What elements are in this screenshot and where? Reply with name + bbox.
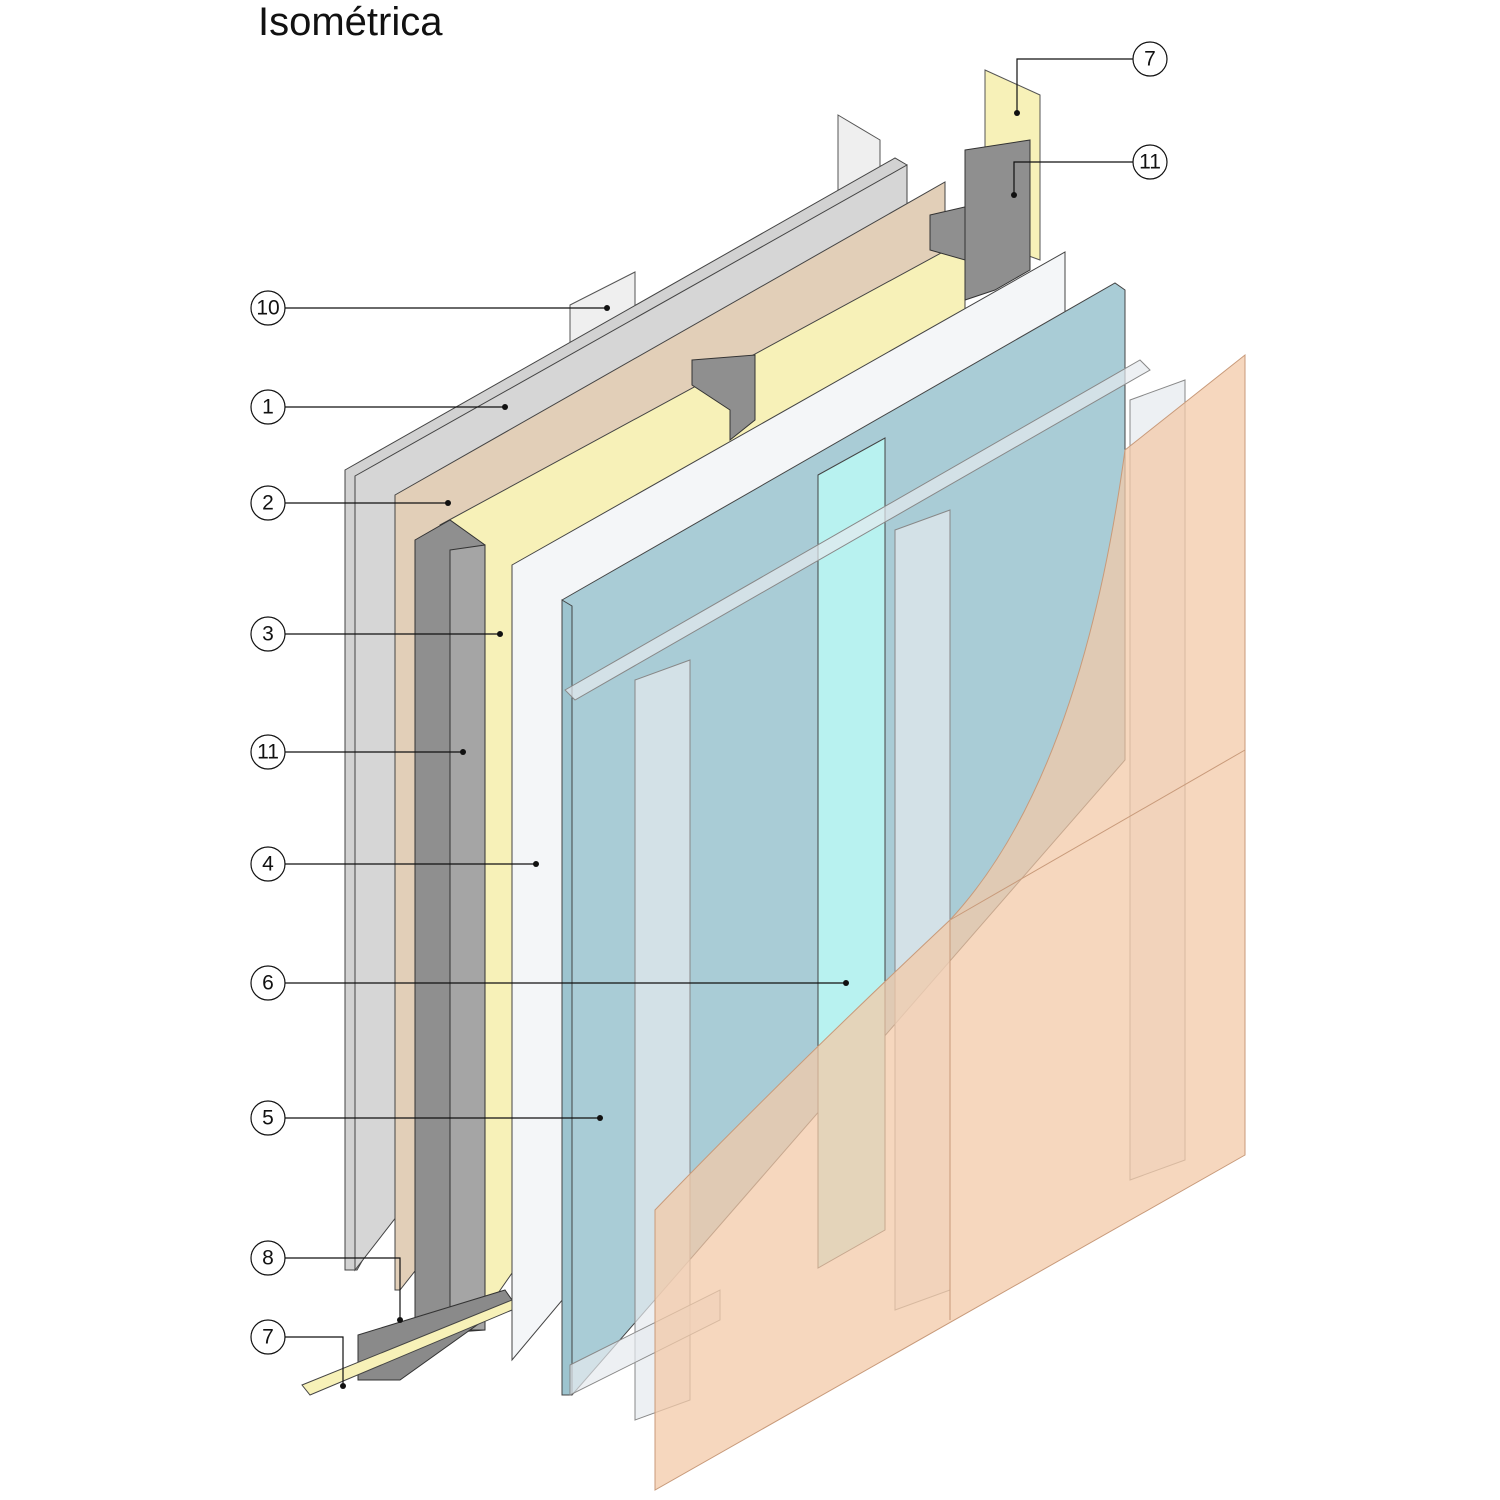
callout-7-top: 7 bbox=[1144, 48, 1156, 71]
layer-5-edge bbox=[561, 599, 573, 1396]
stud-mid bbox=[691, 354, 756, 442]
callout-6: 6 bbox=[262, 972, 274, 995]
callout-8: 8 bbox=[262, 1247, 274, 1270]
diagram-title: Isométrica bbox=[258, 0, 443, 44]
cladding-joint bbox=[949, 749, 1246, 921]
callout-5: 5 bbox=[262, 1107, 274, 1130]
callout-11-top: 11 bbox=[1139, 151, 1161, 174]
callout-4: 4 bbox=[262, 853, 274, 876]
callout-7: 7 bbox=[262, 1326, 274, 1349]
bottom-track-7 bbox=[301, 1299, 513, 1396]
stud-11-top bbox=[964, 139, 1031, 301]
stud-11-flange bbox=[449, 544, 486, 1331]
callout-3: 3 bbox=[262, 623, 274, 646]
callout-10: 10 bbox=[256, 297, 279, 320]
callout-1: 1 bbox=[262, 396, 274, 419]
callout-11: 11 bbox=[257, 741, 279, 764]
callout-2: 2 bbox=[262, 492, 274, 515]
